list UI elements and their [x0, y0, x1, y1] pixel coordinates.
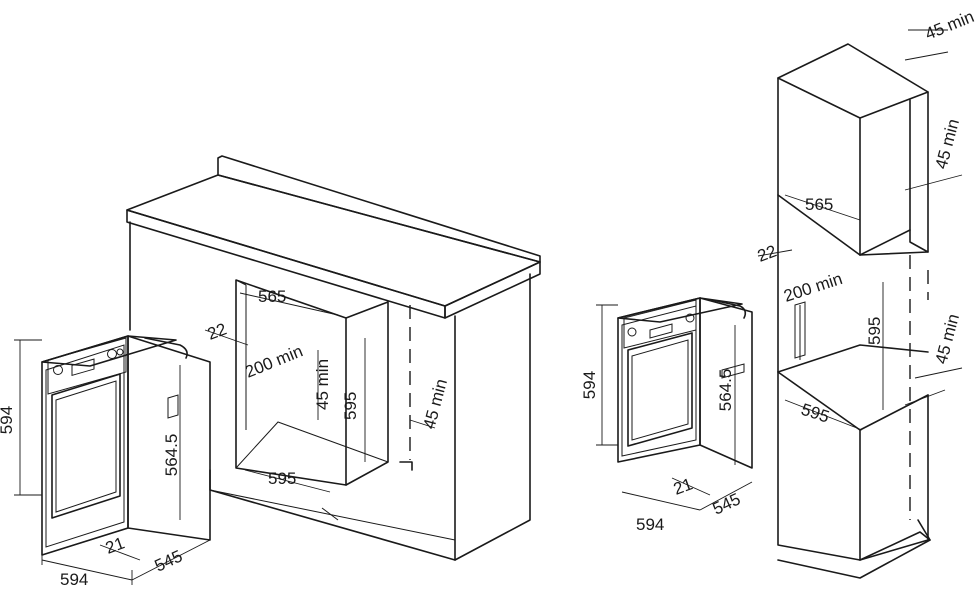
label-tall-45min-top: 45 min [922, 7, 976, 44]
label-left-height-594: 594 [0, 406, 16, 434]
label-tall-200min: 200 min [781, 269, 844, 306]
label-right-height-594: 594 [580, 371, 599, 399]
label-left-cutout-565: 565 [258, 287, 286, 306]
dims-left-oven [14, 339, 211, 585]
dims-left-cutout [204, 292, 436, 493]
label-left-cutout-595-h: 595 [341, 392, 360, 420]
cabinet-left [126, 155, 541, 561]
label-left-depth-545: 545 [152, 546, 186, 575]
dims-tall-cabinet [757, 29, 963, 431]
label-tall-565: 565 [805, 195, 833, 214]
label-tall-595-h: 595 [865, 317, 884, 345]
label-right-height-5645: 564.5 [716, 369, 735, 412]
label-left-cutout-45min-b: 45 min [420, 377, 452, 431]
label-tall-45min-upper: 45 min [932, 117, 964, 171]
label-right-depth-545: 545 [710, 489, 744, 518]
label-right-21: 21 [671, 474, 695, 498]
oven-left [41, 335, 211, 556]
label-left-cutout-22: 22 [205, 319, 229, 343]
cabinet-tall [777, 43, 931, 579]
label-left-cutout-45min-a: 45 min [313, 359, 332, 410]
label-tall-22: 22 [755, 241, 779, 265]
label-left-cutout-200min: 200 min [242, 341, 305, 381]
label-tall-595-w: 595 [799, 400, 832, 427]
label-left-cutout-595-w: 595 [268, 469, 296, 488]
dims-right-oven [596, 304, 753, 511]
label-tall-45min-lower: 45 min [932, 312, 964, 366]
label-right-width-594: 594 [636, 515, 664, 534]
oven-right [617, 297, 753, 469]
label-left-width-594: 594 [60, 570, 88, 589]
label-left-height-5645: 564.5 [162, 434, 181, 477]
